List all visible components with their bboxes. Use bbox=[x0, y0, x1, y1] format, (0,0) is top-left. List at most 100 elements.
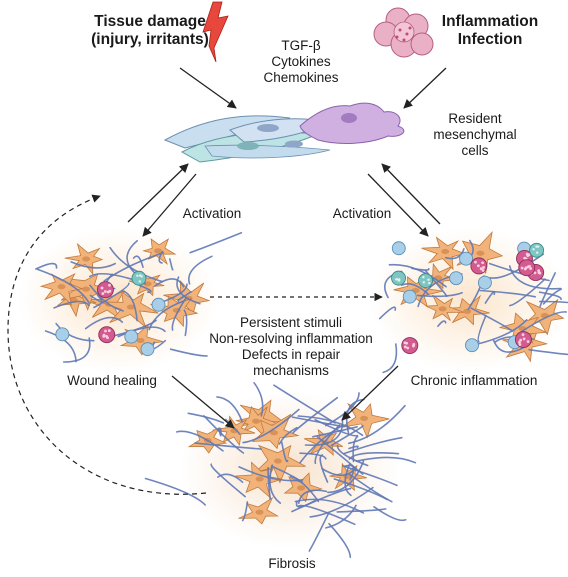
collagen-fiber bbox=[470, 307, 514, 332]
immune-cell bbox=[140, 342, 155, 357]
collagen-fiber bbox=[169, 348, 208, 357]
tissue-damage-label: Tissue damage (injury, irritants) bbox=[91, 13, 209, 48]
collagen-fiber bbox=[241, 501, 249, 522]
collagen-fiber bbox=[93, 282, 130, 309]
immune-cell bbox=[418, 273, 433, 289]
wound-healing-tissue bbox=[35, 232, 243, 363]
immune-cell bbox=[529, 242, 545, 258]
pathogen-icon bbox=[373, 7, 434, 58]
inflammation-infection-label: Inflammation Infection bbox=[441, 13, 539, 48]
immune-cell bbox=[96, 281, 114, 299]
collagen-fiber bbox=[278, 426, 298, 445]
collagen-fiber bbox=[144, 477, 206, 506]
collagen-fiber bbox=[203, 415, 245, 454]
immune-cell bbox=[131, 270, 147, 286]
collagen-fiber bbox=[55, 322, 95, 342]
collagen-fiber bbox=[148, 300, 185, 331]
collagen-fiber bbox=[132, 255, 144, 268]
collagen-fiber bbox=[242, 408, 300, 444]
collagen-fiber bbox=[189, 232, 243, 254]
collagen-fiber bbox=[295, 500, 316, 508]
immune-cell bbox=[465, 338, 479, 353]
collagen-fiber bbox=[299, 452, 327, 460]
immune-cell bbox=[55, 327, 70, 342]
collagen-fiber bbox=[479, 289, 536, 298]
collagen-fiber bbox=[294, 498, 365, 514]
collagen-fiber bbox=[382, 343, 398, 374]
collagen-fiber bbox=[187, 412, 225, 424]
collagen-fiber bbox=[388, 263, 447, 288]
collagen-fiber bbox=[36, 268, 90, 304]
immune-cell bbox=[459, 251, 474, 266]
collagen-fiber bbox=[343, 464, 355, 481]
resident-mesenchymal-cells bbox=[163, 102, 405, 163]
collagen-fiber bbox=[89, 284, 124, 312]
arrow-inflammation bbox=[403, 67, 447, 109]
arrow-dashed-feedback-loop bbox=[7, 194, 207, 495]
immune-cell bbox=[124, 329, 139, 344]
collagen-fiber bbox=[299, 424, 344, 464]
collagen-fiber bbox=[280, 441, 289, 463]
collagen-fiber bbox=[35, 262, 58, 270]
collagen-fiber bbox=[183, 309, 188, 337]
collagen-fiber bbox=[492, 339, 524, 353]
collagen-fiber bbox=[444, 248, 465, 260]
arrow-chronic-to-fibrosis bbox=[341, 365, 399, 421]
collagen-fiber bbox=[542, 288, 562, 305]
collagen-fiber bbox=[348, 445, 359, 450]
collagen-fiber bbox=[538, 291, 562, 301]
collagen-fiber bbox=[304, 419, 344, 446]
collagen-fiber bbox=[539, 272, 556, 308]
collagen-fiber bbox=[291, 416, 345, 428]
immune-cell bbox=[477, 275, 492, 290]
collagen-fiber bbox=[171, 297, 187, 331]
collagen-fiber bbox=[378, 306, 397, 320]
collagen-fiber bbox=[160, 283, 188, 304]
collagen-fiber bbox=[267, 466, 271, 500]
collagen-fiber bbox=[328, 522, 352, 559]
collagen-fiber bbox=[169, 258, 174, 271]
collagen-fiber bbox=[344, 463, 352, 497]
arrow-right-up bbox=[381, 163, 441, 225]
fibrosis-tissue bbox=[144, 382, 417, 559]
collagen-fiber bbox=[217, 473, 244, 483]
collagen-fiber bbox=[417, 291, 463, 298]
arrow-left-down bbox=[142, 173, 197, 237]
collagen-fiber bbox=[437, 320, 447, 328]
collagen-fiber bbox=[355, 456, 417, 464]
collagen-fiber bbox=[70, 261, 116, 269]
chronic-inflammation-label: Chronic inflammation bbox=[410, 373, 538, 388]
collagen-fiber bbox=[309, 486, 374, 518]
immune-cell bbox=[391, 241, 406, 256]
collagen-fiber bbox=[103, 251, 164, 282]
arrow-left-up bbox=[127, 163, 189, 223]
collagen-fiber bbox=[253, 382, 264, 417]
collagen-fiber bbox=[349, 473, 393, 503]
collagen-fiber bbox=[62, 337, 91, 363]
collagen-fiber bbox=[176, 291, 192, 302]
persistent-stimuli-label: Persistent stimuli Non-resolving inflamm… bbox=[209, 315, 373, 378]
immune-cell bbox=[449, 271, 464, 286]
wound-healing-label: Wound healing bbox=[67, 373, 157, 388]
arrow-tissue-damage bbox=[179, 67, 237, 109]
collagen-fiber bbox=[489, 253, 545, 279]
collagen-fiber bbox=[342, 465, 398, 487]
collagen-fiber bbox=[484, 291, 496, 304]
collagen-fiber bbox=[343, 436, 403, 455]
collagen-fiber bbox=[210, 463, 246, 498]
collagen-fiber bbox=[44, 330, 77, 363]
collagen-fiber bbox=[126, 240, 138, 274]
collagen-fiber bbox=[273, 384, 336, 424]
collagen-fiber bbox=[289, 475, 320, 503]
signals-label: TGF-β Cytokines Chemokines bbox=[263, 38, 339, 85]
immune-cell bbox=[401, 337, 419, 354]
chronic-inflammation-tissue bbox=[378, 230, 568, 374]
activation-right-label: Activation bbox=[332, 206, 392, 221]
collagen-fiber bbox=[336, 508, 387, 513]
collagen-fiber bbox=[154, 278, 185, 288]
collagen-fiber bbox=[53, 300, 90, 309]
collagen-fiber bbox=[352, 435, 359, 463]
fibrosis-label: Fibrosis bbox=[268, 556, 316, 571]
